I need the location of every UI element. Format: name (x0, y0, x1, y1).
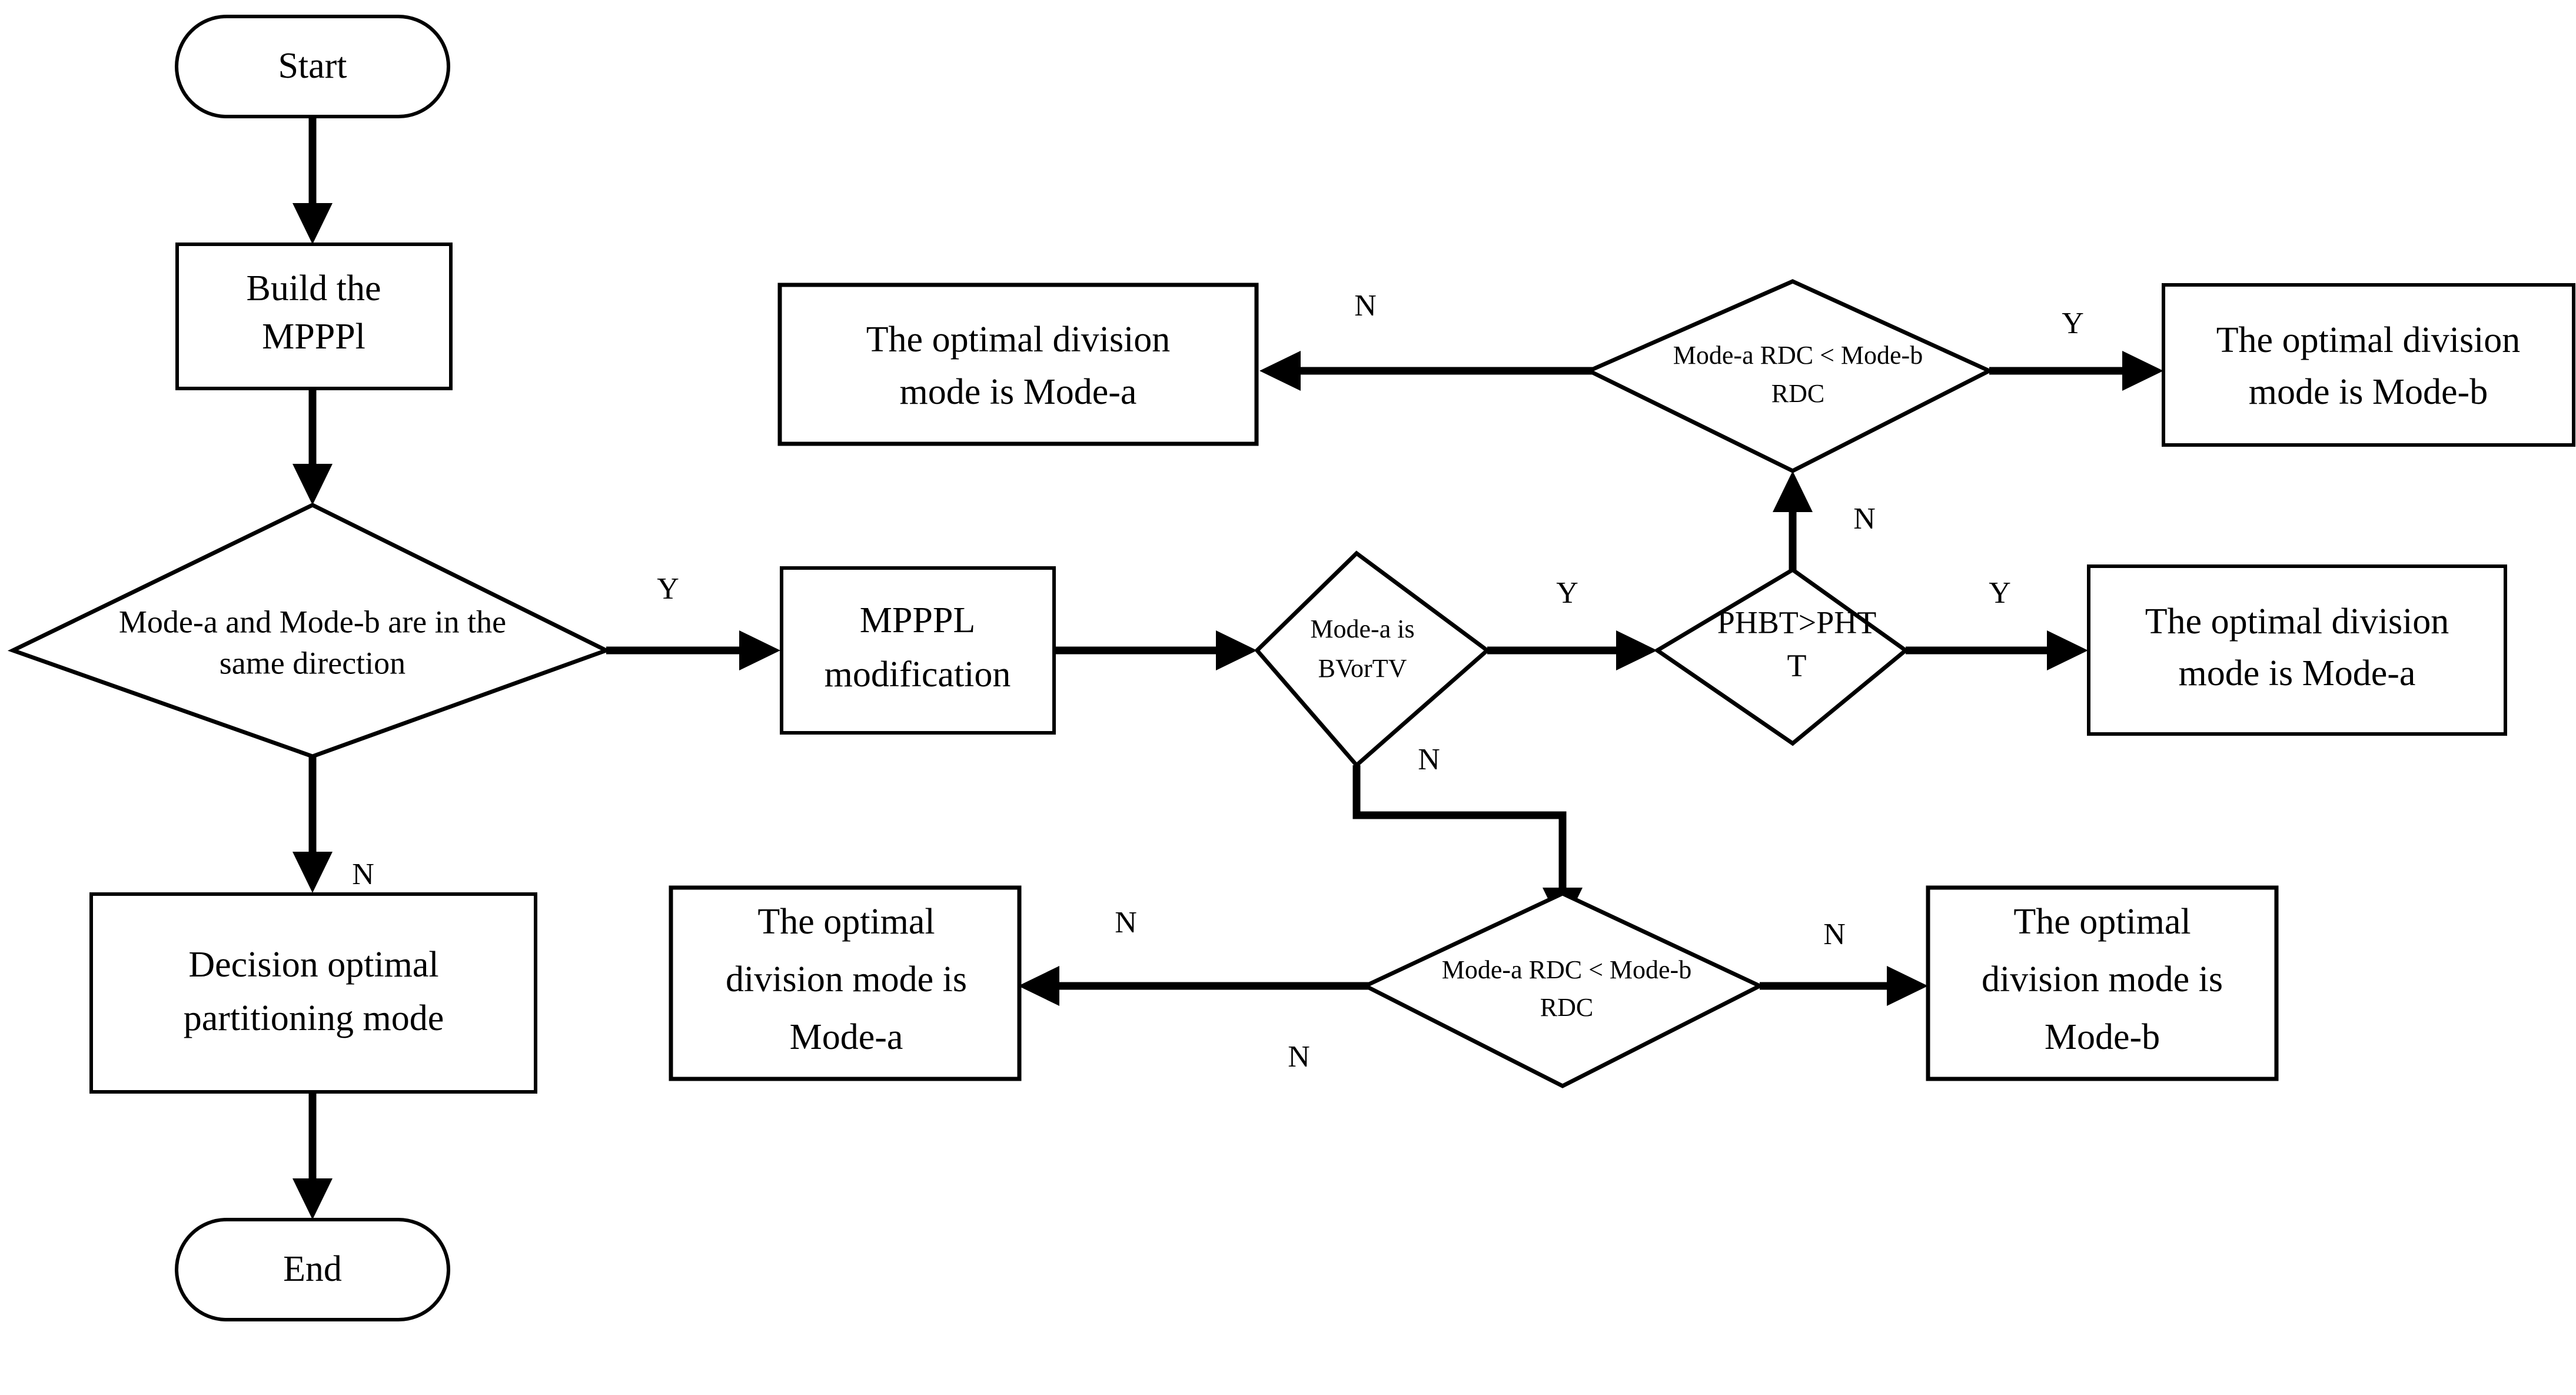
out-top-right-mode-b-line2: mode is Mode-b (2249, 372, 2488, 412)
node-phbt-gt-phtt[interactable]: PHBT>PHT T (1653, 567, 1909, 746)
node-same-direction[interactable]: Mode-a and Mode-b are in the same direct… (7, 503, 611, 759)
edge-label-rdctop-no: N (1354, 289, 1377, 323)
rdc-bottom-label-line2: RDC (1540, 993, 1593, 1022)
out-top-right-mode-b-shape (2162, 283, 2575, 447)
end-label: End (283, 1249, 342, 1289)
same-direction-shape (7, 503, 611, 759)
mode-a-is-bvortv-label-line2: BVorTV (1318, 654, 1407, 683)
node-build-mpppl[interactable]: Build the MPPPl (175, 243, 453, 390)
out-bottom-right-mode-b-line1: The optimal (2013, 902, 2191, 942)
edge-label-rdcbottom-extra: N (1288, 1040, 1310, 1074)
edge-start-to-build (292, 117, 333, 244)
rdc-top-label-line1: Mode-a RDC < Mode-b (1673, 341, 1923, 370)
build-mpppl-label-line2: MPPPl (262, 317, 365, 357)
node-rdc-top[interactable]: Mode-a RDC < Mode-b RDC (1584, 279, 1995, 473)
start-shape (175, 15, 450, 118)
out-bottom-right-mode-b-shape (1926, 885, 2279, 1081)
same-direction-label-line2: same direction (220, 645, 405, 680)
edge-phbt-yes-to-mode-a (1906, 630, 2088, 670)
build-mpppl-label-line1: Build the (246, 268, 381, 308)
edge-label-rdctop-yes: Y (2062, 307, 2084, 340)
mpppl-modification-shape (780, 566, 1056, 735)
out-mid-right-mode-a-shape (2087, 564, 2507, 736)
edge-label-bvortv-yes: Y (1556, 576, 1578, 610)
node-out-top-right-mode-b[interactable]: The optimal division mode is Mode-b (2162, 283, 2575, 447)
edge-label-phbt-yes: Y (1989, 576, 2011, 610)
node-decision-optimal[interactable]: Decision optimal partitioning mode (89, 892, 537, 1094)
decision-optimal-label-line2: partitioning mode (184, 998, 444, 1038)
mode-a-is-bvortv-shape (1254, 550, 1491, 768)
edge-rdcbottom-yes-to-mode-b (1760, 966, 1928, 1006)
build-mpppl-shape (175, 243, 453, 390)
edge-bvortv-yes-to-phbt (1487, 630, 1657, 670)
edge-label-bvortv-no: N (1418, 743, 1440, 776)
out-top-right-mode-b-line1: The optimal division (2216, 320, 2521, 360)
out-top-left-mode-a-line1: The optimal division (866, 320, 1171, 360)
edge-label-phbt-no: N (1853, 502, 1876, 536)
out-bottom-right-mode-b-line3: Mode-b (2045, 1017, 2160, 1057)
edge-label-same-direction-yes: Y (657, 572, 679, 606)
mode-a-is-bvortv-label-line1: Mode-a is (1310, 615, 1414, 643)
node-end[interactable]: End (175, 1218, 450, 1321)
edge-label-rdcbottom-no-left: N (1115, 906, 1137, 939)
node-start[interactable]: Start (175, 15, 450, 118)
out-bottom-right-mode-b-line2: division mode is (1982, 959, 2223, 999)
node-out-top-left-mode-a[interactable]: The optimal division mode is Mode-a (777, 283, 1259, 446)
out-bottom-left-mode-a-line3: Mode-a (790, 1017, 903, 1057)
rdc-bottom-label-line1: Mode-a RDC < Mode-b (1442, 955, 1691, 984)
node-out-mid-right-mode-a[interactable]: The optimal division mode is Mode-a (2087, 564, 2507, 736)
edge-rdctop-yes-to-mode-b (1989, 351, 2163, 391)
phbt-gt-phtt-label-line2: T (1787, 647, 1807, 683)
node-mpppl-modification[interactable]: MPPPL modification (780, 566, 1056, 735)
same-direction-label-line1: Mode-a and Mode-b are in the (119, 604, 506, 639)
mpppl-modification-label-line1: MPPPL (860, 600, 975, 640)
out-bottom-left-mode-a-line1: The optimal (757, 902, 935, 942)
rdc-top-label-line2: RDC (1771, 379, 1824, 408)
out-bottom-left-mode-a-shape (669, 885, 1022, 1081)
edge-samedirection-yes-to-mpppl-mod (606, 630, 780, 670)
out-top-left-mode-a-shape (777, 283, 1259, 446)
out-top-left-mode-a-line2: mode is Mode-a (900, 372, 1137, 412)
out-mid-right-mode-a-line1: The optimal division (2145, 602, 2449, 642)
node-rdc-bottom[interactable]: Mode-a RDC < Mode-b RDC (1361, 891, 1764, 1088)
edge-build-to-samedirection (292, 388, 333, 505)
edge-label-rdcbottom-no-right: N (1823, 918, 1846, 951)
rdc-bottom-shape (1361, 891, 1764, 1088)
edge-decision-to-end (292, 1092, 333, 1220)
node-out-bottom-left-mode-a[interactable]: The optimal division mode is Mode-a (669, 885, 1022, 1081)
edge-label-same-direction-no: N (352, 858, 374, 891)
decision-optimal-label-line1: Decision optimal (188, 945, 438, 985)
start-label: Start (278, 46, 347, 86)
mpppl-modification-label-line2: modification (825, 655, 1011, 695)
phbt-gt-phtt-label-line1: PHBT>PHT (1717, 604, 1877, 640)
node-mode-a-is-bvortv[interactable]: Mode-a is BVorTV (1254, 550, 1491, 768)
rdc-top-shape (1584, 279, 1995, 473)
decision-optimal-shape (89, 892, 537, 1094)
end-shape (175, 1218, 450, 1321)
edge-mppplmod-to-bvortv (1053, 630, 1257, 670)
out-bottom-left-mode-a-line2: division mode is (726, 959, 967, 999)
edge-phbt-no-to-rdc-top (1773, 471, 1813, 574)
phbt-gt-phtt-shape (1653, 567, 1909, 746)
node-out-bottom-right-mode-b[interactable]: The optimal division mode is Mode-b (1926, 885, 2279, 1081)
edge-samedirection-no-to-decision (292, 756, 333, 893)
out-mid-right-mode-a-line2: mode is Mode-a (2179, 653, 2416, 693)
